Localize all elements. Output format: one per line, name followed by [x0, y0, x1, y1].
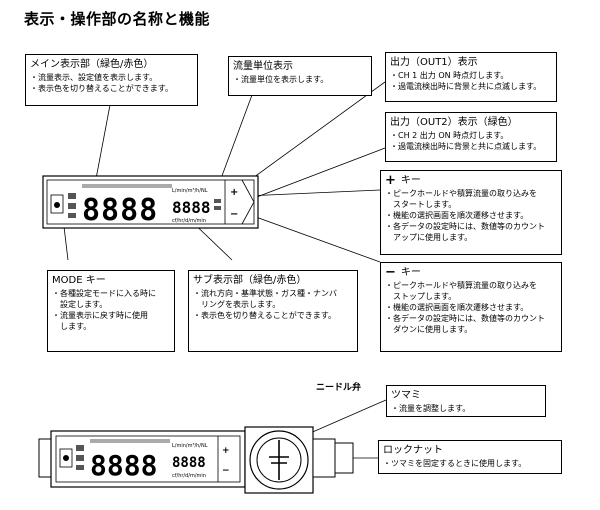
out2-line: ・CH 2 出力 ON 時点灯します。	[390, 131, 509, 140]
unit-label-bottom: cf/hr/d/m/min	[172, 473, 206, 479]
bar-graph	[82, 184, 172, 188]
plus-key-line: スタートします。	[385, 200, 457, 209]
ch-indicator-icon	[76, 465, 84, 470]
sub-display-title: サブ表示部（緑色/赤色）	[193, 275, 307, 286]
main-display-digits: 8888	[90, 449, 157, 482]
minus-icon: −	[385, 265, 396, 280]
mode-key-line: 設定します。	[52, 300, 108, 309]
plus-key-button[interactable]: +	[230, 187, 238, 198]
out2-callout: 出力（OUT2）表示（緑色） ・CH 2 出力 ON 時点灯します。 ・過電流検…	[385, 112, 557, 162]
main-display-line: ・流量表示、設定値を表示します。	[30, 73, 158, 82]
plus-key-callout: + キー ・ピークホールドや積算流量の取り込みを スタートします。 ・機能の選択画…	[380, 170, 562, 255]
unit-label-bottom: cf/hr/d/m/min	[172, 218, 206, 224]
flow-unit-callout: 流量単位表示 ・流量単位を表示します。	[228, 56, 372, 96]
mode-key-line: ・流量表示に戻す時に使用	[52, 311, 148, 320]
sub-display-digits: 8888	[172, 198, 211, 217]
mode-key-title: MODE キー	[52, 275, 106, 286]
leader-minus	[244, 212, 381, 263]
minus-key-line: ・機能の選択画面を順次遷移させます。	[385, 303, 529, 312]
out2-title: 出力（OUT2）表示（緑色）	[390, 117, 518, 128]
out1-line: ・CH 1 出力 ON 時点灯します。	[390, 71, 509, 80]
ch-indicator-icon	[76, 445, 84, 451]
lock-nut-callout: ロックナット ・ツマミを固定するときに使用します。	[378, 440, 562, 474]
plus-icon: +	[385, 173, 396, 188]
sub-display-line: ・流れ方向・基準状態・ガス種・ナンバ	[193, 289, 337, 298]
needle-valve-label: ニードル弁	[316, 383, 362, 393]
minus-key-line: ・各データの設定時には、数値等のカウント	[385, 314, 545, 323]
minus-key-button[interactable]: −	[230, 209, 238, 220]
plus-key-line: アップに使用します。	[385, 233, 473, 242]
knob-line: ・流量を調整します。	[391, 404, 471, 413]
flow-unit-title: 流量単位表示	[233, 61, 293, 72]
plus-key-button[interactable]: +	[222, 446, 230, 456]
page-title: 表示・操作部の名称と機能	[24, 10, 211, 28]
minus-key-line: ストップします。	[385, 292, 457, 301]
sub-display-digits: 8888	[172, 455, 206, 471]
unit-label-top: L/min/m³/h/NL	[172, 188, 208, 194]
sub-display-line: ・表示色を切り替えることができます。	[193, 311, 336, 320]
mode-key-callout: MODE キー ・各種設定モードに入る時に 設定します。 ・流量表示に戻す時に使…	[47, 270, 175, 352]
lock-nut-title: ロックナット	[383, 445, 443, 456]
leader-plus	[244, 189, 381, 197]
mode-key-icon	[63, 455, 69, 461]
mode-key-icon	[54, 202, 60, 208]
minus-key-line: ・ピークホールドや積算流量の取り込みを	[385, 281, 537, 290]
lock-nut-line: ・ツマミを固定するときに使用します。	[383, 459, 527, 468]
minus-key-title: キー	[400, 267, 421, 278]
out2-indicator-icon	[214, 206, 221, 210]
mode-key-line: します。	[52, 322, 92, 331]
ch-indicator-icon	[68, 213, 76, 218]
display-panel: 8888 L/min/m³/h/NL 8888 cf/hr/d/m/min + …	[42, 175, 259, 229]
bar-graph	[90, 439, 170, 443]
main-display-callout: メイン表示部（緑色/赤色） ・流量表示、設定値を表示します。 ・表示色を切り替え…	[25, 54, 198, 106]
ch-indicator-icon	[68, 203, 76, 209]
main-display-line: ・表示色を切り替えることができます。	[30, 84, 173, 93]
minus-key-callout: −キー ・ピークホールドや積算流量の取り込みを ストップします。 ・機能の選択画…	[380, 262, 562, 352]
out1-title: 出力（OUT1）表示	[390, 57, 478, 68]
device-with-needle-valve: 8888 L/min/m³/h/NL 8888 cf/hr/d/m/min + …	[38, 426, 354, 494]
knob-callout: ツマミ ・流量を調整します。	[386, 385, 546, 417]
sub-display-line: リングを表示します。	[193, 300, 281, 309]
minus-key-line: ダウンに使用します。	[385, 325, 473, 334]
main-display-digits: 8888	[82, 193, 158, 228]
flow-unit-line: ・流量単位を表示します。	[233, 75, 329, 84]
out1-indicator-icon	[214, 199, 221, 203]
minus-key-button[interactable]: −	[222, 466, 230, 476]
main-display-title: メイン表示部（緑色/赤色）	[30, 59, 154, 70]
out1-callout: 出力（OUT1）表示 ・CH 1 出力 ON 時点灯します。 ・過電流検出時に背…	[385, 52, 557, 102]
plus-key-line: ・機能の選択画面を順次遷移させます。	[385, 211, 529, 220]
sub-display-callout: サブ表示部（緑色/赤色） ・流れ方向・基準状態・ガス種・ナンバ リングを表示しま…	[188, 270, 358, 352]
plus-key-line: ・ピークホールドや積算流量の取り込みを	[385, 189, 537, 198]
knob-title: ツマミ	[391, 390, 421, 401]
out1-line: ・過電流検出時に背景と共に点滅します。	[390, 82, 542, 91]
unit-label-top: L/min/m³/h/NL	[172, 443, 208, 449]
ch-indicator-icon	[68, 193, 76, 199]
ch-indicator-icon	[76, 455, 84, 461]
plus-key-title: キー	[400, 175, 421, 186]
knob-grip-icon	[269, 440, 289, 480]
plus-key-line: ・各データの設定時には、数値等のカウント	[385, 222, 545, 231]
out2-line: ・過電流検出時に背景と共に点滅します。	[390, 142, 542, 151]
mode-key-line: ・各種設定モードに入る時に	[52, 289, 156, 298]
